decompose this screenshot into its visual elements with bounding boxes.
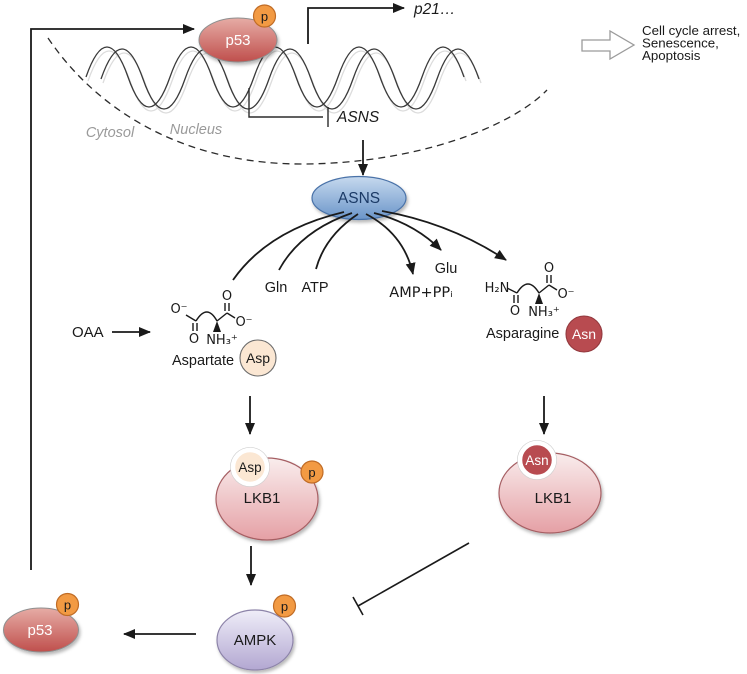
phospho-badge-icon: [300, 460, 324, 484]
p53-label: p53: [27, 622, 52, 639]
lkb1-asn-inhibition: [352, 542, 470, 616]
nucleus-boundary-dashed: [47, 37, 548, 165]
substrate-curve-aspartate: [232, 211, 345, 281]
asn-badge-label: Asn: [572, 326, 596, 342]
asn-cargo-ring: [517, 440, 557, 480]
asp-cargo-ring: [230, 447, 270, 487]
aspartate-ammonium: NH₃⁺: [206, 333, 238, 348]
aspartate-structure: O⁻ O NH₃⁺ O O⁻: [170, 289, 252, 348]
p53-cytosolic: p53 p: [3, 592, 80, 653]
product-curve-asparagine: [381, 210, 507, 261]
outcome-block-arrow-icon: [581, 29, 636, 61]
bond: [506, 287, 518, 294]
asp-badge-label: Asp: [246, 350, 270, 366]
asp-cargo-circle: [230, 447, 270, 487]
inhibition-bar: [352, 596, 364, 616]
asp-cargo-label: Asp: [238, 460, 261, 475]
aspartate-carbonyl-top: O: [222, 289, 232, 304]
inhibition-line: [357, 542, 470, 607]
asparagine-carboxylate-right: O⁻: [557, 287, 574, 302]
asns-oval: [311, 175, 407, 221]
asns-enzyme: ASNS: [311, 175, 407, 221]
bond-ch2: [195, 311, 218, 322]
product-curve-glu: [373, 212, 442, 251]
double-bond: [546, 275, 552, 283]
asn-badge-circle: [565, 315, 603, 353]
lkb1-label: LKB1: [535, 490, 572, 507]
phospho-badge-icon: [252, 4, 277, 28]
inhibition-elbow: [248, 88, 323, 118]
asn-cargo-circle: [517, 440, 557, 480]
double-bond: [224, 303, 230, 311]
atp-label: ATP: [301, 280, 328, 296]
lkb1-asp-complex: Asp p LKB1: [215, 447, 324, 541]
phospho-badge-label: p: [261, 9, 268, 24]
bond: [538, 284, 550, 294]
asn-cargo-label: Asn: [525, 453, 548, 468]
bond: [185, 314, 197, 322]
p53-label: p53: [225, 32, 250, 49]
wedge-bond: [535, 293, 543, 304]
glu-label: Glu: [435, 261, 458, 277]
outcome-text: Cell cycle arrest, Senescence, Apoptosis: [642, 23, 740, 63]
asns-gene-inhibition: [248, 88, 329, 127]
asparagine-structure: H₂N O NH₃⁺ O O⁻: [485, 261, 575, 320]
asp-badge-circle: [239, 339, 277, 377]
asns-gene-label: ASNS: [336, 109, 380, 126]
asparagine-name-label: Asparagine: [486, 326, 559, 342]
ampk-oval: [216, 609, 294, 671]
p53-feedback-arrow: [30, 24, 195, 570]
substrate-curve-gln: [278, 212, 353, 271]
product-curve-amp-ppi: [365, 213, 416, 275]
double-bond: [513, 295, 519, 303]
phospho-badge-label: p: [281, 599, 288, 614]
phospho-badge-label: p: [64, 598, 71, 613]
dna-strand-shadow: [102, 52, 482, 114]
lkb1-label: LKB1: [244, 490, 281, 507]
bond-ch2: [516, 283, 540, 294]
outcome-line-3: Apoptosis: [642, 48, 701, 63]
dna-strand-shadow: [87, 50, 467, 112]
nucleus-label: Nucleus: [170, 122, 222, 138]
p53-oval: [198, 17, 278, 63]
substrate-curve-atp: [315, 213, 359, 270]
asparagine-carbonyl-o: O: [510, 304, 520, 319]
aspartate-carboxylate-left: O⁻: [170, 302, 187, 317]
asp-badge: Asp: [239, 339, 277, 377]
bond: [216, 312, 228, 322]
aspartate-carbonyl-o: O: [189, 332, 199, 347]
wedge-bond: [213, 321, 221, 332]
outcome-line-2: Senescence,: [642, 36, 719, 51]
phospho-badge-icon: [55, 592, 80, 617]
p53-oval: [3, 607, 79, 653]
aspartate-carboxylate-right: O⁻: [235, 315, 252, 330]
bond: [226, 312, 236, 319]
ampk: AMPK p: [216, 594, 297, 671]
cytosol-label: Cytosol: [86, 125, 135, 141]
dna-strand: [100, 48, 480, 110]
aspartate-name-label: Aspartate: [172, 353, 234, 369]
outcome-line-1: Cell cycle arrest,: [642, 23, 740, 38]
asparagine-amide: H₂N: [485, 281, 510, 296]
double-bond: [192, 323, 198, 331]
amp-ppi-label: AMP+PPᵢ: [389, 285, 452, 301]
asn-badge: Asn: [565, 315, 603, 353]
p21-label: p21…: [413, 1, 455, 18]
asparagine-carbonyl-top: O: [544, 261, 554, 276]
ampk-label: AMPK: [234, 632, 277, 649]
p53-nuclear: p53 p: [198, 4, 278, 63]
phospho-badge-label: p: [308, 465, 315, 480]
p21-arrow: [307, 3, 405, 44]
oaa-label: OAA: [72, 324, 104, 341]
dna-helix: [85, 46, 482, 114]
bond: [548, 284, 558, 291]
asparagine-ammonium: NH₃⁺: [528, 305, 560, 320]
asns-enzyme-label: ASNS: [338, 190, 380, 207]
lkb1-asn-complex: Asn LKB1: [498, 440, 602, 534]
gln-label: Gln: [265, 280, 288, 296]
phospho-badge-icon: [272, 594, 297, 618]
